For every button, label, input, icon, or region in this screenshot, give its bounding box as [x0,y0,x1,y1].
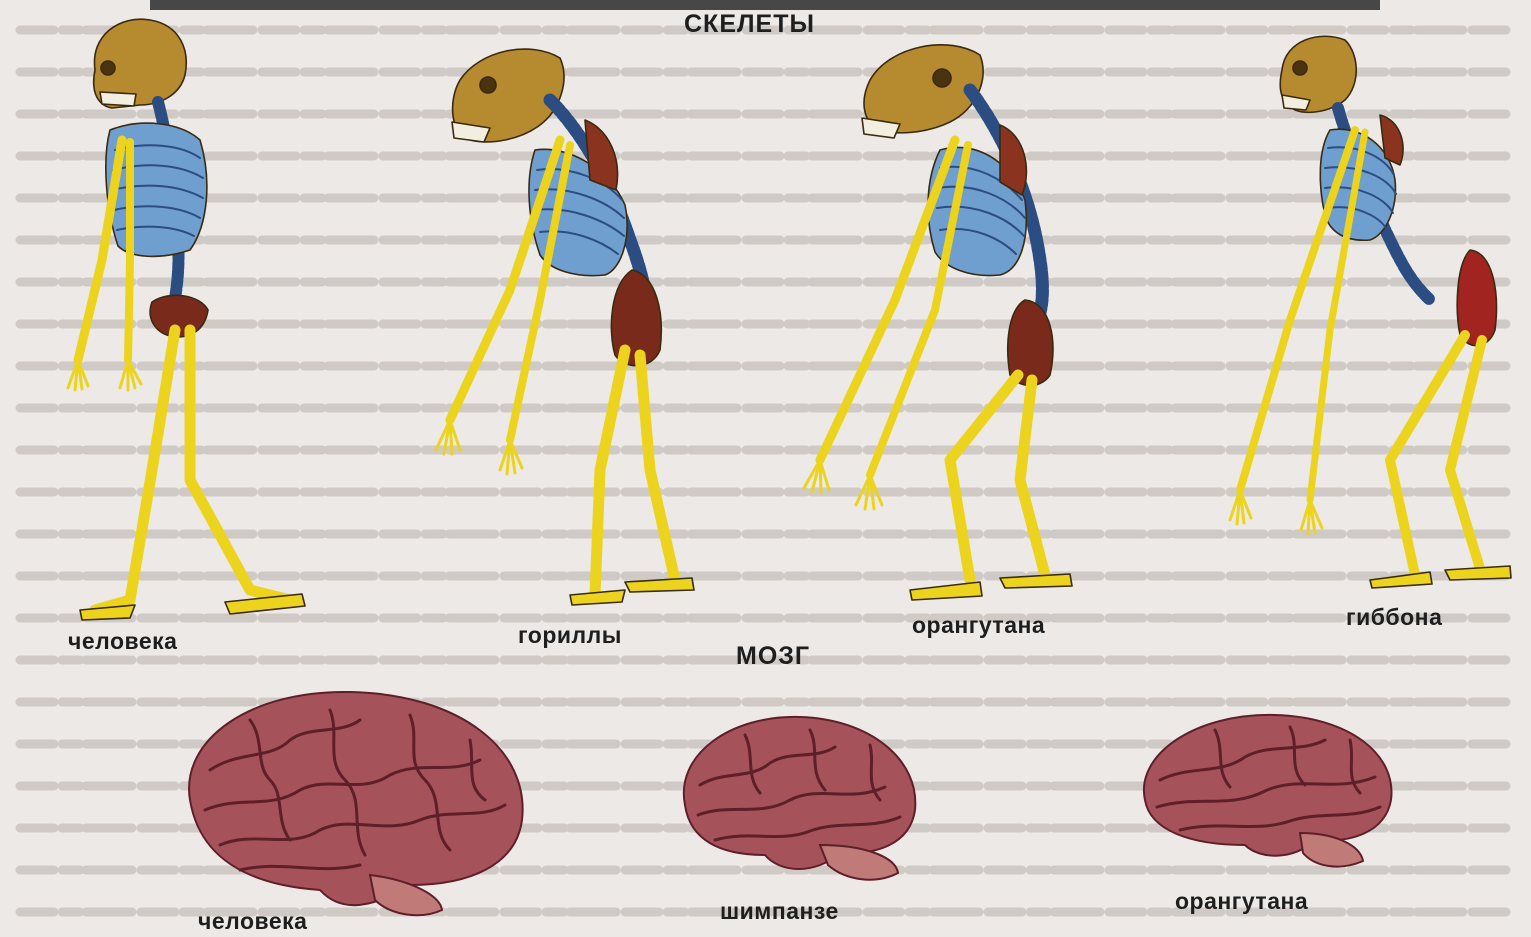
human-skeleton [40,10,330,630]
chimpanzee-brain [670,705,930,895]
chimpanzee-brain-label: шимпанзе [720,898,839,925]
skeletons-heading: СКЕЛЕТЫ [684,10,815,39]
orangutan-brain-label: орангутана [1175,888,1308,915]
gibbon-skeleton [1220,20,1520,600]
gorilla-skeleton [410,40,710,620]
gibbon-skeleton-label: гиббона [1346,604,1442,631]
orangutan-skeleton [800,30,1100,610]
orangutan-brain [1135,705,1405,885]
gorilla-skeleton-label: гориллы [518,622,622,649]
human-skeleton-label: человека [68,628,177,655]
human-brain [170,680,540,930]
human-brain-label: человека [198,908,307,935]
orangutan-skeleton-label: орангутана [912,612,1045,639]
brain-heading: МОЗГ [736,642,810,671]
